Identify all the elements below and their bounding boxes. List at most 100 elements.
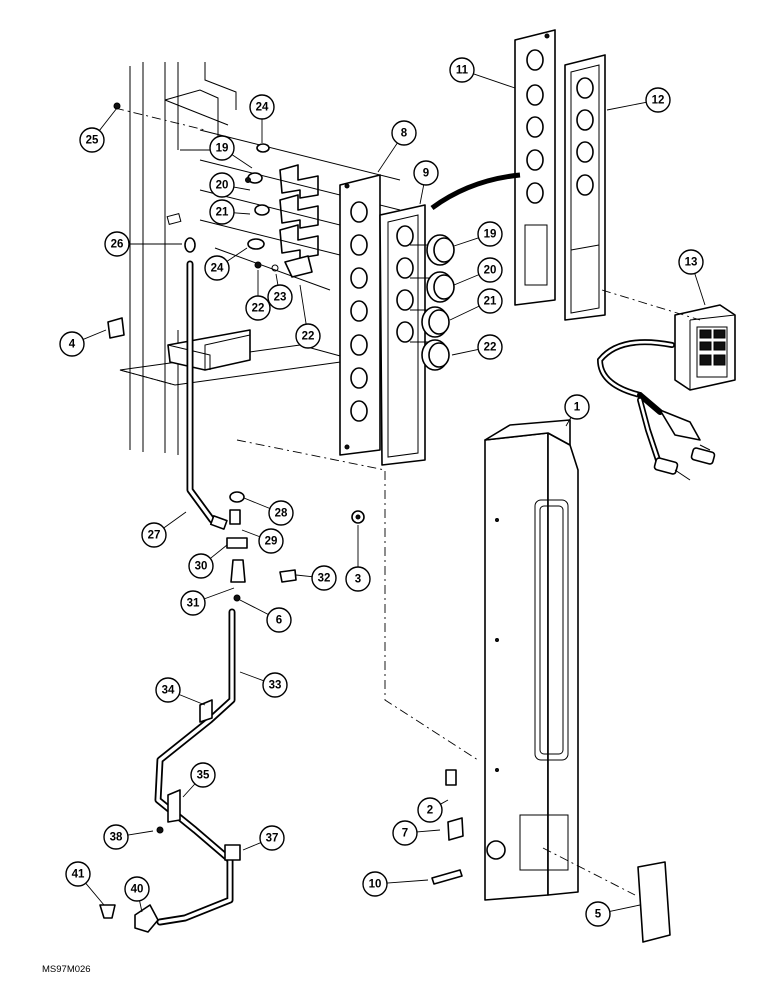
callout-circle xyxy=(204,255,230,281)
callout-number: 20 xyxy=(484,265,497,277)
callout-number: 30 xyxy=(195,561,208,573)
callout-leader xyxy=(416,829,441,833)
callout-number: 32 xyxy=(318,573,331,585)
callout-circle xyxy=(413,160,439,186)
callout-leader xyxy=(182,783,196,798)
callout-number: 3 xyxy=(355,574,361,586)
callout-26: 26 xyxy=(104,231,182,257)
callout-leader xyxy=(233,212,251,215)
callout-leader xyxy=(226,247,248,262)
callout-40: 40 xyxy=(124,876,150,913)
callout-number: 31 xyxy=(187,598,200,610)
callout-leader xyxy=(242,842,262,851)
callout-leader xyxy=(243,497,271,509)
console-post xyxy=(484,419,579,901)
callout-20: 20 xyxy=(453,257,503,286)
callout-circle xyxy=(311,565,337,591)
callout-circle xyxy=(564,394,590,420)
callout-circle xyxy=(267,284,293,310)
callout-number: 10 xyxy=(369,879,382,891)
callout-circle xyxy=(259,825,285,851)
callout-leader xyxy=(295,574,313,578)
callout-leader xyxy=(231,154,253,169)
callout-circle xyxy=(141,522,167,548)
callout-circle xyxy=(209,172,235,198)
callout-24: 24 xyxy=(249,94,275,143)
callout-number: 19 xyxy=(216,143,229,155)
callout-number: 41 xyxy=(72,869,85,881)
callout-number: 38 xyxy=(110,832,123,844)
callout-22: 22 xyxy=(245,270,271,321)
callout-29: 29 xyxy=(241,528,284,554)
callout-10: 10 xyxy=(362,871,429,897)
callout-leader xyxy=(453,237,479,247)
callout-34: 34 xyxy=(155,677,206,706)
callout-number: 4 xyxy=(69,339,76,351)
callout-layer: 2524192021262422232248919202122111213127… xyxy=(59,57,706,927)
callout-22: 22 xyxy=(451,334,503,360)
callout-circle xyxy=(645,87,671,113)
callout-circle xyxy=(249,94,275,120)
callout-circle xyxy=(678,249,704,275)
callout-circle xyxy=(362,871,388,897)
callout-leader xyxy=(386,879,429,884)
callout-circle xyxy=(124,876,150,902)
callout-leader xyxy=(241,529,260,538)
callout-leader xyxy=(473,73,516,89)
callout-5: 5 xyxy=(585,901,641,927)
callout-circle xyxy=(245,295,271,321)
callout-number: 23 xyxy=(274,292,287,304)
callout-circle xyxy=(59,331,85,357)
callout-21: 21 xyxy=(449,288,503,321)
callout-leader xyxy=(210,544,228,559)
callout-35: 35 xyxy=(182,762,216,798)
callout-4: 4 xyxy=(59,329,107,357)
callout-7: 7 xyxy=(392,820,441,846)
callout-number: 22 xyxy=(302,331,315,343)
callout-leader xyxy=(565,417,572,427)
callout-11: 11 xyxy=(449,57,516,89)
callout-number: 33 xyxy=(269,680,282,692)
callout-circle xyxy=(104,231,130,257)
callout-19: 19 xyxy=(209,135,253,169)
callout-leader xyxy=(453,274,480,286)
callout-leader xyxy=(449,305,480,321)
callout-circle xyxy=(209,199,235,225)
callout-leader xyxy=(204,587,235,600)
callout-circle xyxy=(585,901,611,927)
callout-leader xyxy=(239,599,269,615)
callout-number: 35 xyxy=(197,770,210,782)
callout-number: 24 xyxy=(256,102,269,114)
callout-leader xyxy=(127,830,154,836)
callout-circle xyxy=(417,797,443,823)
callout-circle xyxy=(65,861,91,887)
callout-circle xyxy=(268,500,294,526)
callout-circle xyxy=(190,762,216,788)
callout-19: 19 xyxy=(453,221,503,247)
callout-3: 3 xyxy=(345,525,371,592)
upper-gasket xyxy=(564,54,606,321)
callout-circle xyxy=(392,820,418,846)
callout-number: 19 xyxy=(484,229,497,241)
callout-leader xyxy=(178,694,206,706)
gauges xyxy=(410,234,455,371)
callout-number: 6 xyxy=(276,615,282,627)
callout-13: 13 xyxy=(678,249,706,306)
callout-28: 28 xyxy=(243,497,294,526)
callout-number: 11 xyxy=(456,65,469,77)
callout-circle xyxy=(79,127,105,153)
callout-leader xyxy=(139,900,143,913)
callout-21: 21 xyxy=(209,199,251,225)
frame-post xyxy=(129,62,237,455)
drawing-code: MS97M026 xyxy=(42,964,91,975)
callout-leader xyxy=(85,882,105,906)
callout-circle xyxy=(477,288,503,314)
callout-circle xyxy=(209,135,235,161)
callout-leader xyxy=(694,273,706,306)
callout-number: 7 xyxy=(402,828,408,840)
callout-number: 37 xyxy=(266,833,279,845)
hose-assembly xyxy=(99,102,464,933)
callout-leader xyxy=(609,904,641,912)
callout-leader xyxy=(299,284,307,325)
